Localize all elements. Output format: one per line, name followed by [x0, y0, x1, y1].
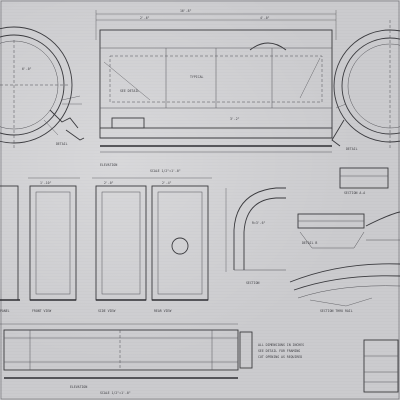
svg-text:3'-2": 3'-2" — [230, 117, 240, 121]
panel-d: 2'-4" REAR VIEW — [150, 177, 212, 313]
svg-text:DETAIL: DETAIL — [56, 142, 68, 146]
svg-text:SCALE 1/2"=1'-0": SCALE 1/2"=1'-0" — [100, 391, 131, 395]
svg-text:PANEL: PANEL — [0, 309, 10, 313]
svg-text:2'-0": 2'-0" — [104, 181, 114, 185]
note-2: SEE DETAIL FOR FRAMING — [258, 349, 300, 353]
panel-b: 1'-10" FRONT VIEW — [28, 177, 80, 313]
bracket-detail: DETAIL B — [297, 211, 400, 249]
svg-text:6'-0": 6'-0" — [22, 67, 32, 71]
general-notes: ALL DIMENSIONS IN INCHES SEE DETAIL FOR … — [258, 343, 304, 359]
svg-text:SCALE 1/2"=1'-0": SCALE 1/2"=1'-0" — [150, 169, 181, 173]
svg-text:ELEVATION: ELEVATION — [100, 163, 117, 167]
svg-text:SECTION: SECTION — [246, 281, 260, 285]
title-block — [363, 339, 399, 393]
svg-text:R=3'-6": R=3'-6" — [252, 221, 266, 225]
svg-text:REAR VIEW: REAR VIEW — [154, 309, 171, 313]
left-end-view: 6'-0" DETAIL — [0, 26, 85, 150]
svg-text:ELEVATION: ELEVATION — [70, 385, 87, 389]
svg-text:2'-4": 2'-4" — [162, 181, 172, 185]
bottom-elevation: ELEVATION SCALE 1/2"=1'-0" — [0, 323, 253, 395]
svg-text:16'-8": 16'-8" — [180, 9, 192, 13]
note-3: CUT OPENING AS REQUIRED — [258, 355, 302, 359]
note-1: ALL DIMENSIONS IN INCHES — [258, 343, 304, 347]
svg-text:SIDE VIEW: SIDE VIEW — [98, 309, 115, 313]
main-elevation-view: 16'-8" 2'-6" 4'-0" TYPICAL SEE DETAIL 3'… — [95, 9, 337, 173]
svg-text:DETAIL: DETAIL — [346, 147, 358, 151]
right-end-view: DETAIL SECTION A-A — [331, 20, 400, 195]
svg-text:DETAIL B: DETAIL B — [302, 241, 317, 245]
svg-text:2'-6": 2'-6" — [140, 16, 150, 20]
svg-text:TYPICAL: TYPICAL — [190, 75, 204, 79]
panel-a: PANEL — [0, 185, 20, 313]
svg-text:1'-10": 1'-10" — [40, 181, 52, 185]
panel-c: 2'-0" SIDE VIEW — [92, 177, 150, 313]
svg-text:SECTION THRU RAIL: SECTION THRU RAIL — [320, 309, 353, 313]
svg-text:FRONT VIEW: FRONT VIEW — [32, 309, 51, 313]
svg-text:4'-0": 4'-0" — [260, 16, 270, 20]
svg-text:SECTION A-A: SECTION A-A — [344, 191, 365, 195]
rail-section: SECTION THRU RAIL — [289, 263, 400, 313]
svg-text:SEE DETAIL: SEE DETAIL — [120, 89, 139, 93]
arch-section: SECTION R=3'-6" — [225, 187, 286, 285]
